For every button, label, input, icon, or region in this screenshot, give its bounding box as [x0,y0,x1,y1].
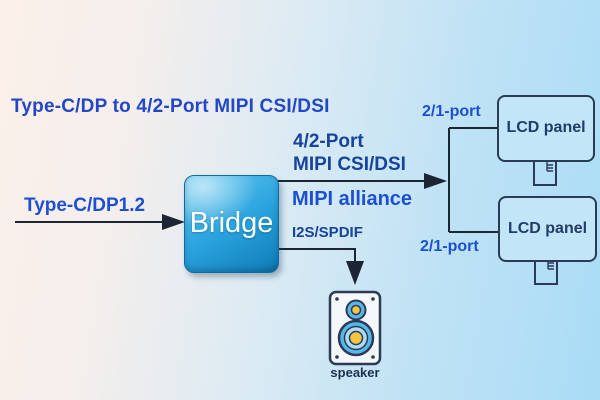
lcd-panel-2-label: LCD panel [507,219,588,237]
audio-arrow [277,248,364,285]
bridge-block: Bridge [184,175,279,273]
lcd-panel-2: LCD panel [498,196,597,262]
panel-1-port-label: 2/1-port [422,103,481,120]
panel-branch-lines [448,127,498,233]
lcd-panel-1: LCD panel [497,95,595,162]
bridge-label: Bridge [189,207,274,240]
input-arrow-label: Type-C/DP1.2 [24,195,146,216]
panel-connector-icon [533,158,557,186]
panel-2-port-label: 2/1-port [420,238,479,255]
lcd-panel-1-label: LCD panel [506,119,586,137]
diagram-title: Type-C/DP to 4/2-Port MIPI CSI/DSI [11,96,330,117]
audio-output-label: I2S/SPDIF [292,224,363,241]
speaker-icon [328,290,382,366]
mipi-alliance-label: MIPI alliance [292,188,413,210]
mipi-port-label: 4/2-Port [293,131,364,152]
mipi-bus-label: MIPI CSI/DSI [293,154,406,175]
speaker-caption: speaker [330,365,380,380]
